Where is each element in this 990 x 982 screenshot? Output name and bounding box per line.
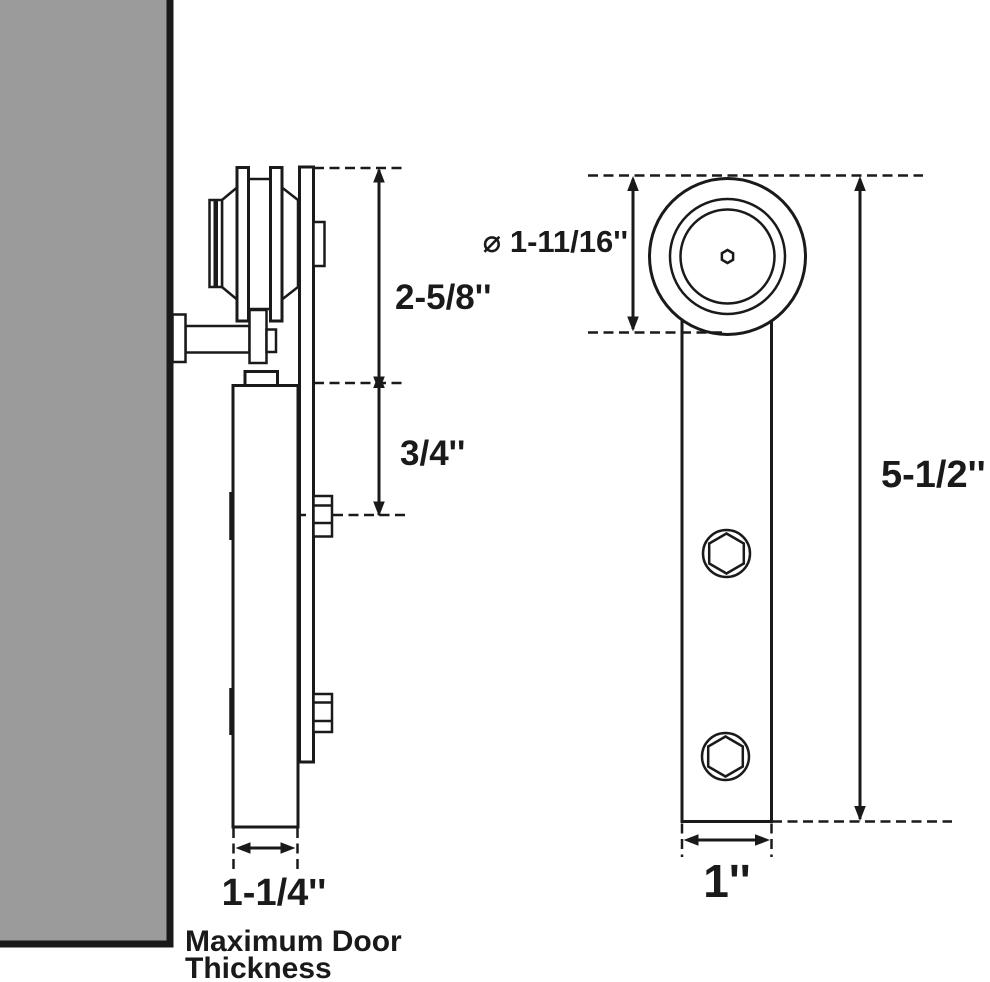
front-dimensions: ⌀ 1-11/16'' 5-1/2'' 1'' [483,174,986,907]
strap-bolt-front-1-washer [701,528,752,579]
dim-label-overall-height: 5-1/2'' [881,454,986,496]
arrowhead-down [627,316,639,332]
extension-lines-strap-width [680,823,773,857]
strap-bolt-side-1-body [312,494,334,538]
arrowhead-down [854,806,866,821]
axle-nut [265,328,278,354]
side-view [171,165,408,829]
roller-wheel-outer [648,177,807,336]
arrowhead-up [627,176,639,191]
front-view [648,177,807,823]
strap-bolt-front-1 [701,528,752,579]
axle-center-hex [720,248,735,265]
dim-label-door-thickness: 1-1/4'' [222,872,327,914]
wall [0,0,174,948]
wheel-flange-right [269,166,284,323]
arrowhead-left [235,842,251,854]
roller-wheel-tread [679,208,776,305]
arrowhead-up [854,176,866,191]
axle-block [248,308,268,365]
hanger-strap-side [298,165,315,764]
door-caption-line2: Thickness [185,952,332,982]
extension-lines-door-thickness [232,828,299,874]
side-dimensions: 2-5/8'' 3/4'' 1-1/4'' Maximum Door Thick… [185,166,491,982]
wheel-flange-left [235,166,250,323]
door-panel [231,384,300,829]
door-mount-plate [243,370,279,387]
strap-bolt-side-1-facets [313,504,332,525]
arrowhead-right [280,842,296,854]
dim-label-roller-diameter: ⌀ 1-11/16'' [483,224,628,259]
axle-washer-dark-band [213,200,218,287]
wheel-hub [247,177,272,311]
arrowhead-up [373,373,385,388]
arrowhead-left [683,834,699,846]
arrowhead-up [373,167,385,183]
dim-label-track-to-door: 2-5/8'' [395,278,491,317]
strap-spacer-tab [312,220,326,268]
strap-bolt-side-2 [312,692,334,734]
dim-label-door-to-bolt: 3/4'' [400,434,465,473]
strap-bolt-side-1 [312,494,334,538]
strap-bolt-side-2-facets [313,701,332,723]
dim-label-strap-width: 1'' [703,855,750,907]
strap-bolt-front-2-washer [700,731,751,782]
door-caption-line1: Maximum Door [185,925,402,958]
strap-bolt-front-2-hex [706,735,745,778]
arrowhead-right [755,834,770,846]
strap-bolt-side-2-body [312,692,334,734]
wall-bolt-shaft [184,324,251,354]
arrowhead-down [373,501,385,517]
roller-wheel-rim [668,197,787,316]
strap-bolt-front-2 [700,731,751,782]
strap-bolt-front-1-hex [707,532,746,575]
wall-bolt-head [171,313,187,364]
